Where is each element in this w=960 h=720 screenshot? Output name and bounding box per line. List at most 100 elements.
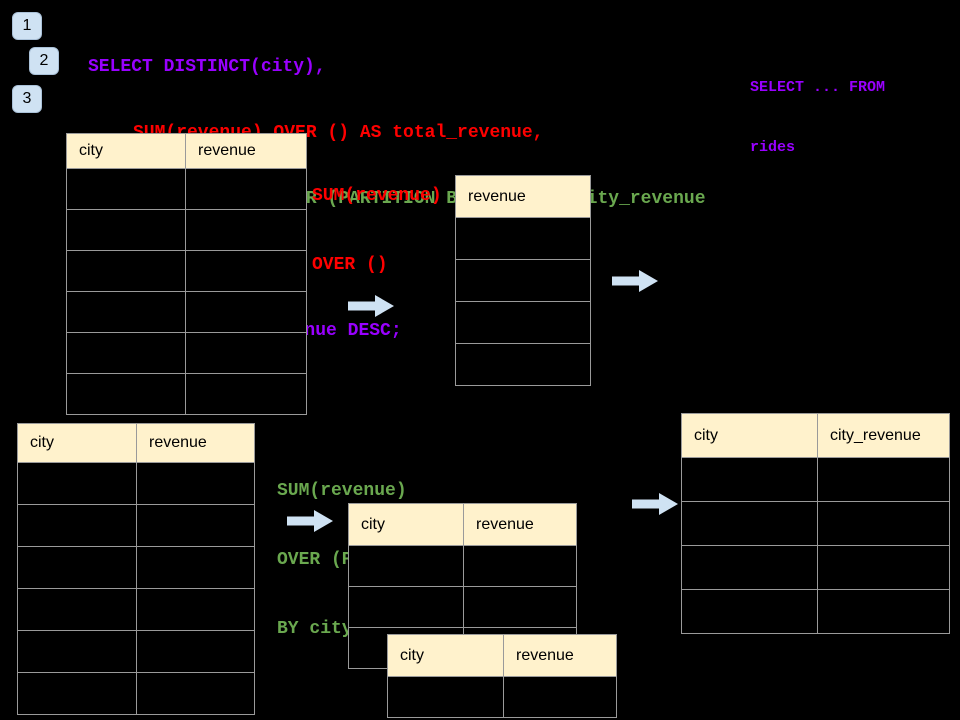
table-row bbox=[17, 462, 255, 505]
side-note-code: SELECT ... FROM rides bbox=[750, 38, 885, 198]
empty-cell bbox=[817, 501, 950, 546]
arrow-right-icon bbox=[612, 270, 658, 292]
empty-cell bbox=[66, 209, 186, 251]
empty-cell bbox=[66, 250, 186, 292]
arrow-right-icon bbox=[287, 510, 333, 532]
annotation-partition-line-1: SUM(revenue) bbox=[277, 481, 407, 501]
column-header: revenue bbox=[136, 423, 255, 463]
annotation-total-line-2: OVER () bbox=[312, 255, 388, 275]
step-badge-1: 1 bbox=[12, 12, 42, 40]
column-header: revenue bbox=[455, 175, 591, 218]
empty-cell bbox=[681, 457, 818, 502]
table-row bbox=[66, 373, 307, 415]
step-badge-3: 3 bbox=[12, 85, 42, 113]
table-row bbox=[455, 259, 591, 302]
empty-cell bbox=[185, 209, 307, 251]
table-row bbox=[17, 588, 255, 631]
table-row bbox=[681, 545, 950, 590]
table-row bbox=[17, 546, 255, 589]
empty-cell bbox=[17, 546, 137, 589]
empty-cell bbox=[185, 332, 307, 374]
column-header: city bbox=[348, 503, 464, 546]
empty-cell bbox=[817, 545, 950, 590]
empty-cell bbox=[455, 259, 591, 302]
column-header: revenue bbox=[503, 634, 617, 677]
column-header: revenue bbox=[185, 133, 307, 169]
empty-cell bbox=[136, 504, 255, 547]
step-badge-2-label: 2 bbox=[39, 52, 49, 69]
annotation-total-revenue: SUM(revenue) OVER () bbox=[312, 139, 442, 323]
empty-cell bbox=[136, 588, 255, 631]
empty-cell bbox=[185, 168, 307, 210]
column-header: city bbox=[387, 634, 504, 677]
empty-cell bbox=[66, 168, 186, 210]
empty-cell bbox=[136, 672, 255, 715]
table-row bbox=[681, 589, 950, 634]
empty-cell bbox=[681, 589, 818, 634]
table-row bbox=[348, 545, 577, 587]
arrow-right-icon bbox=[348, 295, 394, 317]
empty-cell bbox=[463, 545, 577, 587]
table-row bbox=[17, 630, 255, 673]
column-header: revenue bbox=[463, 503, 577, 546]
table-row bbox=[455, 301, 591, 344]
table-row bbox=[66, 209, 307, 251]
table-row bbox=[66, 250, 307, 292]
empty-cell bbox=[185, 250, 307, 292]
empty-cell bbox=[136, 462, 255, 505]
table-row bbox=[455, 343, 591, 386]
table-row bbox=[66, 291, 307, 333]
step-badge-3-label: 3 bbox=[22, 90, 32, 107]
empty-cell bbox=[681, 501, 818, 546]
empty-cell bbox=[387, 676, 504, 718]
empty-cell bbox=[136, 630, 255, 673]
empty-cell bbox=[66, 291, 186, 333]
table-row bbox=[66, 168, 307, 210]
empty-cell bbox=[455, 217, 591, 260]
empty-cell bbox=[17, 462, 137, 505]
empty-cell bbox=[185, 291, 307, 333]
step-badge-1-label: 1 bbox=[22, 17, 32, 34]
empty-cell bbox=[66, 373, 186, 415]
empty-cell bbox=[817, 589, 950, 634]
table-row bbox=[455, 217, 591, 260]
empty-cell bbox=[17, 588, 137, 631]
arrow-right-icon bbox=[632, 493, 678, 515]
table-row bbox=[348, 586, 577, 628]
empty-cell bbox=[17, 630, 137, 673]
column-header: city bbox=[66, 133, 186, 169]
empty-cell bbox=[136, 546, 255, 589]
sql-line-select: SELECT DISTINCT(city), bbox=[88, 57, 326, 77]
table-row bbox=[66, 332, 307, 374]
table-row bbox=[681, 501, 950, 546]
table-row bbox=[387, 676, 617, 718]
column-header: city bbox=[681, 413, 818, 458]
table-row bbox=[681, 457, 950, 502]
column-header: city_revenue bbox=[817, 413, 950, 458]
empty-cell bbox=[17, 504, 137, 547]
empty-cell bbox=[348, 545, 464, 587]
empty-cell bbox=[463, 586, 577, 628]
empty-cell bbox=[455, 343, 591, 386]
column-header: city bbox=[17, 423, 137, 463]
empty-cell bbox=[66, 332, 186, 374]
empty-cell bbox=[185, 373, 307, 415]
empty-cell bbox=[817, 457, 950, 502]
empty-cell bbox=[348, 586, 464, 628]
empty-cell bbox=[681, 545, 818, 590]
header-row: revenue bbox=[455, 175, 591, 218]
empty-cell bbox=[455, 301, 591, 344]
side-note-line-1: SELECT ... FROM bbox=[750, 79, 886, 96]
annotation-total-line-1: SUM(revenue) bbox=[312, 186, 442, 206]
side-note-line-2: rides bbox=[750, 139, 796, 156]
